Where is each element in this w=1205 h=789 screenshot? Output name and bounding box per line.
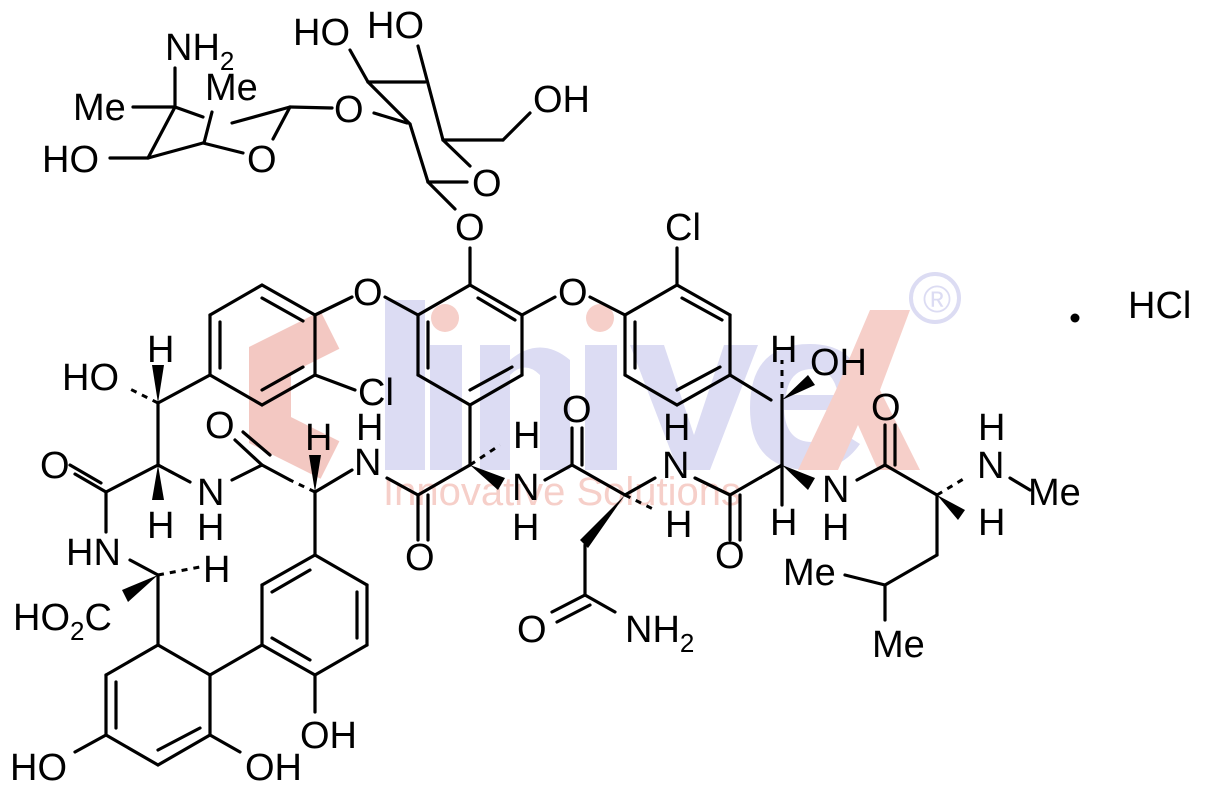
label-h: H xyxy=(356,407,383,449)
salt-dot xyxy=(1070,313,1080,323)
label-n: N xyxy=(662,445,689,487)
label-h: H xyxy=(197,507,224,549)
label-o: O xyxy=(715,535,745,577)
watermark-n xyxy=(480,345,570,470)
label-me: Me xyxy=(783,552,836,594)
label-h: H xyxy=(663,407,690,449)
label-oh: OH xyxy=(300,715,357,757)
label-oh: OH xyxy=(245,747,302,789)
label-oh: OH xyxy=(810,342,867,384)
svg-text:®: ® xyxy=(923,279,951,321)
label-h: H xyxy=(978,502,1005,544)
label-n: N xyxy=(977,445,1004,487)
label-co2h: HO2C xyxy=(13,597,112,646)
label-o: O xyxy=(517,609,547,651)
label-o: O xyxy=(40,445,70,487)
label-h: H xyxy=(203,549,230,591)
label-ho: HO xyxy=(10,747,67,789)
label-ho: HO xyxy=(62,357,119,399)
label-oh: OH xyxy=(533,79,590,121)
label-ho: HO xyxy=(42,139,99,181)
label-h: H xyxy=(513,415,540,457)
label-h: H xyxy=(147,505,174,547)
watermark-registered xyxy=(909,272,961,324)
watermark-tagline: Innovative Solutions xyxy=(383,470,741,514)
label-h: H xyxy=(147,329,174,371)
label-o: O xyxy=(472,163,502,205)
label-o: O xyxy=(405,537,435,579)
stereo-hashes xyxy=(127,360,966,577)
label-me: Me xyxy=(205,67,258,109)
label-ho: HO xyxy=(293,12,350,54)
label-me: Me xyxy=(872,624,925,666)
label-nh2: NH2 xyxy=(625,609,694,658)
stereo-wedges xyxy=(122,365,965,602)
label-hn: HN xyxy=(66,532,121,574)
watermark-v xyxy=(630,345,758,470)
watermark-c-hexagon xyxy=(249,311,340,479)
label-n: N xyxy=(197,472,224,514)
label-n: N xyxy=(822,469,849,511)
label-cl: Cl xyxy=(358,372,394,414)
label-o: O xyxy=(334,89,364,131)
label-o: O xyxy=(871,387,901,429)
label-h: H xyxy=(512,507,539,549)
label-nh2: NH2 xyxy=(165,27,234,76)
label-h: H xyxy=(305,417,332,459)
label-o: O xyxy=(562,389,592,431)
label-cl: Cl xyxy=(665,207,701,249)
label-h: H xyxy=(770,329,797,371)
label-o: O xyxy=(455,207,485,249)
salt-annotation: HCl xyxy=(1070,285,1191,327)
label-o: O xyxy=(353,272,383,314)
label-h: H xyxy=(770,502,797,544)
label-h: H xyxy=(665,504,692,546)
label-h: H xyxy=(978,407,1005,449)
label-o: O xyxy=(247,139,277,181)
label-me: Me xyxy=(73,87,126,129)
label-hcl: HCl xyxy=(1128,285,1191,327)
label-o: O xyxy=(558,272,588,314)
label-h: H xyxy=(822,507,849,549)
label-me: Me xyxy=(1028,472,1081,514)
label-o: O xyxy=(205,405,235,447)
bonds xyxy=(68,44,1032,767)
label-n: N xyxy=(512,467,539,509)
atom-labels: NH2 Me Me HO O O HO HO OH O O O O Cl Cl … xyxy=(10,5,1081,789)
watermark-x xyxy=(798,310,920,470)
label-n: N xyxy=(354,442,381,484)
label-ho: HO xyxy=(367,5,424,47)
watermark: ® Innovative Solutions xyxy=(249,272,961,514)
